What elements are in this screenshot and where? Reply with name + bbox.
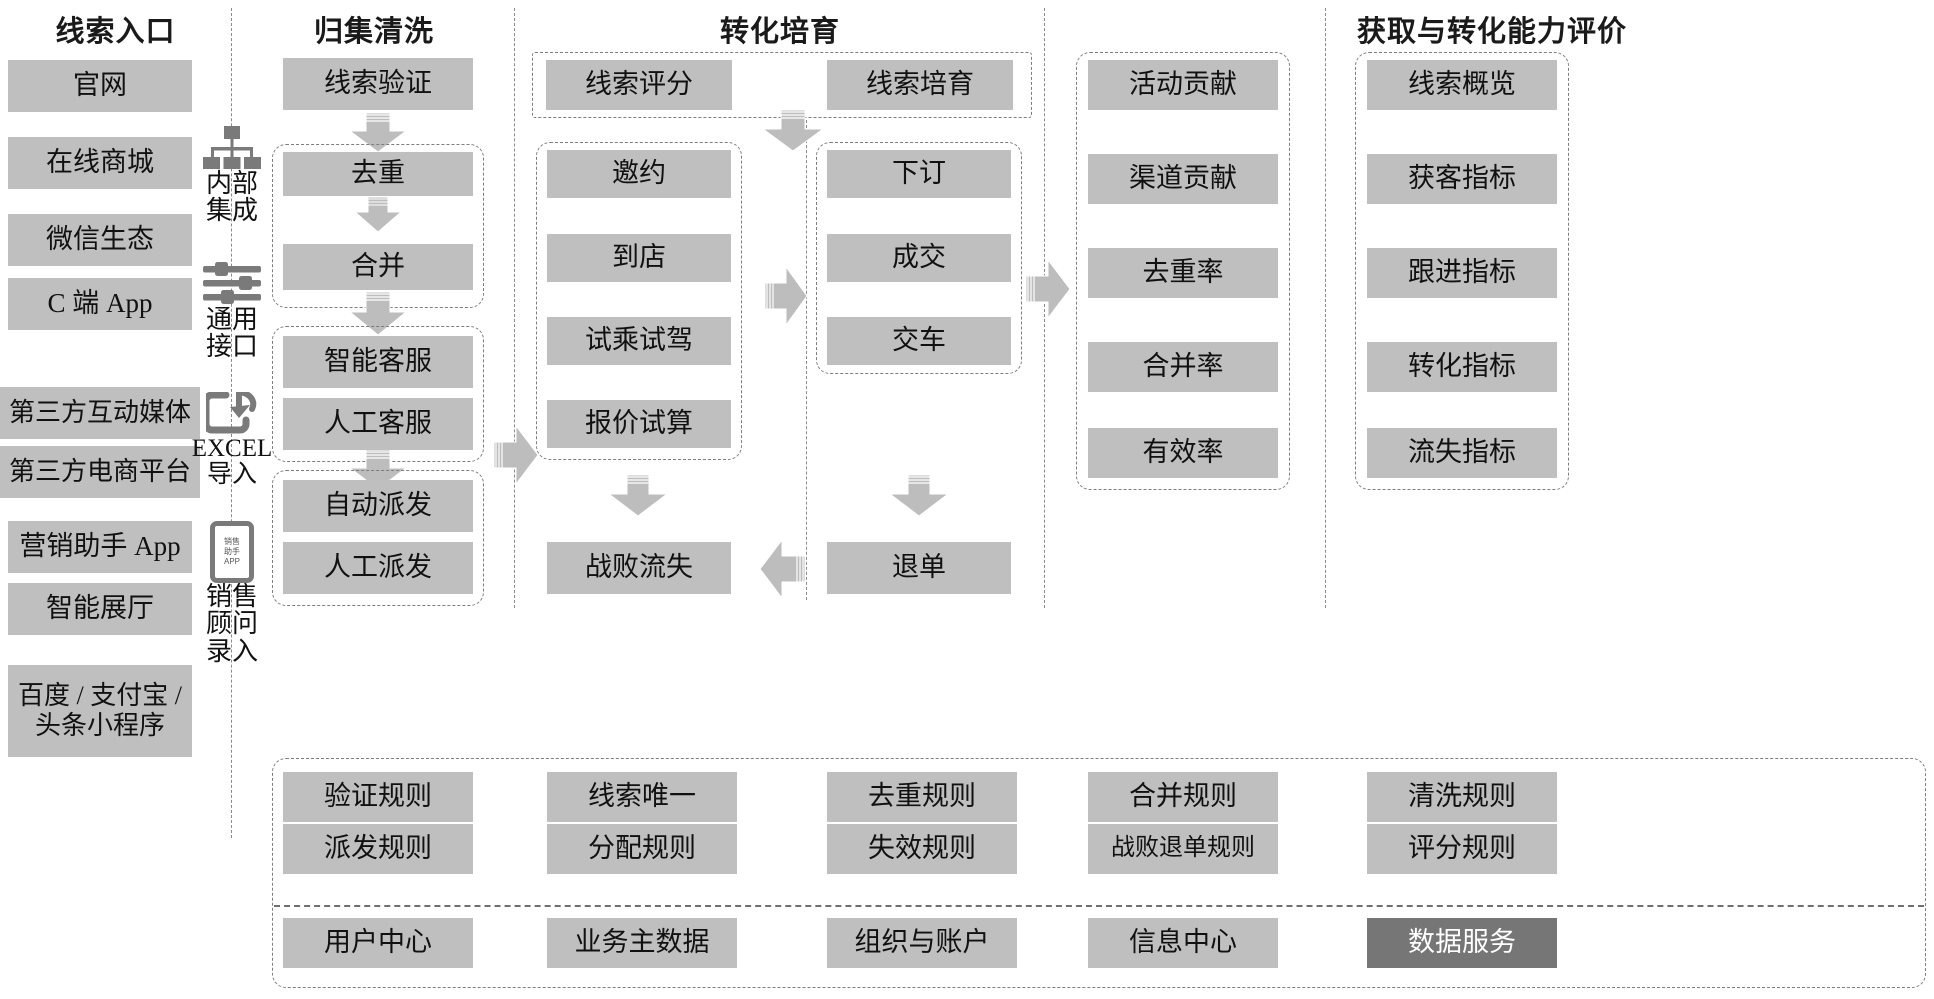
arrow-down-to-refund — [888, 475, 950, 517]
lead-source-box[interactable]: C 端 App — [8, 278, 192, 330]
import-icon — [206, 392, 257, 434]
group-funnel-right — [816, 142, 1022, 374]
step-place-order[interactable]: 下订 — [827, 150, 1011, 198]
column-divider-2 — [514, 8, 515, 608]
group-dispatch — [272, 470, 484, 606]
arrow-down-verify-to-dedupe — [348, 113, 408, 153]
step-delivery[interactable]: 交车 — [827, 317, 1011, 365]
phone-app-icon: 销售 助手 APP — [210, 521, 254, 583]
metric-box[interactable]: 渠道贡献 — [1088, 154, 1278, 204]
step-lost[interactable]: 战败流失 — [547, 542, 731, 594]
channel-sales-consultant-entry[interactable]: 销售 助手 APP 销售 顾问 录入 — [200, 521, 264, 665]
platform-box[interactable]: 信息中心 — [1088, 918, 1278, 968]
sliders-icon — [203, 262, 261, 304]
metric-box[interactable]: 合并率 — [1088, 342, 1278, 392]
column-title-nurture: 转化培育 — [719, 16, 840, 48]
lead-source-box[interactable]: 第三方电商平台 — [0, 446, 200, 498]
arrow-right-nurture-to-evaluation — [1026, 258, 1072, 320]
arrow-down-to-lost — [607, 475, 669, 517]
step-invite[interactable]: 邀约 — [547, 150, 731, 198]
lead-source-box[interactable]: 微信生态 — [8, 214, 192, 266]
nurture-inner-divider — [806, 120, 807, 600]
arrow-down-score-to-order — [760, 110, 826, 152]
column-title-evaluation: 获取与转化能力评价 — [1356, 16, 1627, 48]
arrow-left-refund-to-lost — [757, 538, 805, 600]
metric-box[interactable]: 有效率 — [1088, 428, 1278, 478]
lead-source-box[interactable]: 在线商城 — [8, 137, 192, 189]
channel-label: EXCEL 导入 — [191, 435, 273, 489]
lead-source-box[interactable]: 营销助手 App — [8, 521, 192, 573]
column-divider-3 — [1044, 8, 1045, 608]
rule-box[interactable]: 分配规则 — [547, 824, 737, 874]
arrow-right-funnel-left-to-right — [765, 265, 809, 327]
group-metrics-left — [1076, 52, 1290, 490]
step-refund[interactable]: 退单 — [827, 542, 1011, 594]
arrow-down-merge-to-service — [348, 292, 408, 336]
step-store-visit[interactable]: 到店 — [547, 234, 731, 282]
lead-source-line1: 百度 / 支付宝 / — [18, 681, 182, 711]
rules-platform-separator — [274, 905, 1924, 907]
lead-source-line2: 头条小程序 — [34, 711, 165, 740]
lead-source-box[interactable]: 百度 / 支付宝 / 头条小程序 — [8, 665, 192, 757]
arrow-down-service-to-dispatch — [348, 450, 408, 490]
metric-box[interactable]: 去重率 — [1088, 248, 1278, 298]
step-test-drive[interactable]: 试乘试驾 — [547, 317, 731, 365]
step-auto-dispatch[interactable]: 自动派发 — [283, 480, 473, 532]
metric-box[interactable]: 转化指标 — [1367, 342, 1557, 392]
step-merge[interactable]: 合并 — [283, 244, 473, 290]
step-dedupe[interactable]: 去重 — [283, 152, 473, 196]
phone-screen-text: 销售 助手 APP — [223, 537, 240, 566]
channel-label: 销售 顾问 录入 — [205, 582, 258, 666]
rule-box[interactable]: 派发规则 — [283, 824, 473, 874]
platform-box[interactable]: 业务主数据 — [547, 918, 737, 968]
evaluation-inner-divider — [1325, 8, 1326, 608]
channel-label: 通用 接口 — [205, 305, 258, 362]
column-title-collect-clean: 归集清洗 — [313, 16, 434, 48]
lead-source-box[interactable]: 智能展厅 — [8, 583, 192, 635]
step-lead-verify[interactable]: 线索验证 — [283, 58, 473, 110]
platform-box[interactable]: 组织与账户 — [827, 918, 1017, 968]
step-human-service[interactable]: 人工客服 — [283, 398, 473, 450]
platform-box-data-service[interactable]: 数据服务 — [1367, 918, 1557, 968]
rule-box[interactable]: 清洗规则 — [1367, 772, 1557, 822]
step-deal-closed[interactable]: 成交 — [827, 234, 1011, 282]
rule-box[interactable]: 合并规则 — [1088, 772, 1278, 822]
rule-box[interactable]: 去重规则 — [827, 772, 1017, 822]
metric-box[interactable]: 获客指标 — [1367, 154, 1557, 204]
rule-box[interactable]: 失效规则 — [827, 824, 1017, 874]
arrow-down-dedupe-to-merge — [353, 197, 403, 233]
metric-box[interactable]: 跟进指标 — [1367, 248, 1557, 298]
org-chart-icon — [203, 126, 261, 169]
step-manual-dispatch[interactable]: 人工派发 — [283, 542, 473, 594]
step-quote-calc[interactable]: 报价试算 — [547, 400, 731, 448]
channel-internal-integration[interactable]: 内部 集成 — [196, 126, 268, 225]
group-metrics-right — [1355, 52, 1569, 490]
column-divider-1 — [231, 8, 232, 838]
channel-generic-interface[interactable]: 通用 接口 — [196, 262, 268, 361]
arrow-right-clean-to-nurture — [494, 424, 540, 486]
rule-box[interactable]: 战败退单规则 — [1088, 824, 1278, 874]
group-rules-platform — [272, 758, 1926, 988]
rule-box[interactable]: 评分规则 — [1367, 824, 1557, 874]
channel-label: 内部 集成 — [205, 169, 258, 226]
metric-box[interactable]: 线索概览 — [1367, 60, 1557, 110]
lead-source-box[interactable]: 官网 — [8, 60, 192, 112]
platform-box[interactable]: 用户中心 — [283, 918, 473, 968]
step-lead-nurture[interactable]: 线索培育 — [827, 60, 1013, 110]
column-title-lead-entry: 线索入口 — [55, 16, 176, 48]
lead-source-box[interactable]: 第三方互动媒体 — [0, 387, 200, 439]
channel-excel-import[interactable]: EXCEL 导入 — [192, 392, 272, 489]
step-lead-score[interactable]: 线索评分 — [546, 60, 732, 110]
rule-box[interactable]: 验证规则 — [283, 772, 473, 822]
metric-box[interactable]: 流失指标 — [1367, 428, 1557, 478]
metric-box[interactable]: 活动贡献 — [1088, 60, 1278, 110]
step-smart-service[interactable]: 智能客服 — [283, 336, 473, 388]
rule-box[interactable]: 线索唯一 — [547, 772, 737, 822]
group-funnel-left — [536, 142, 742, 460]
